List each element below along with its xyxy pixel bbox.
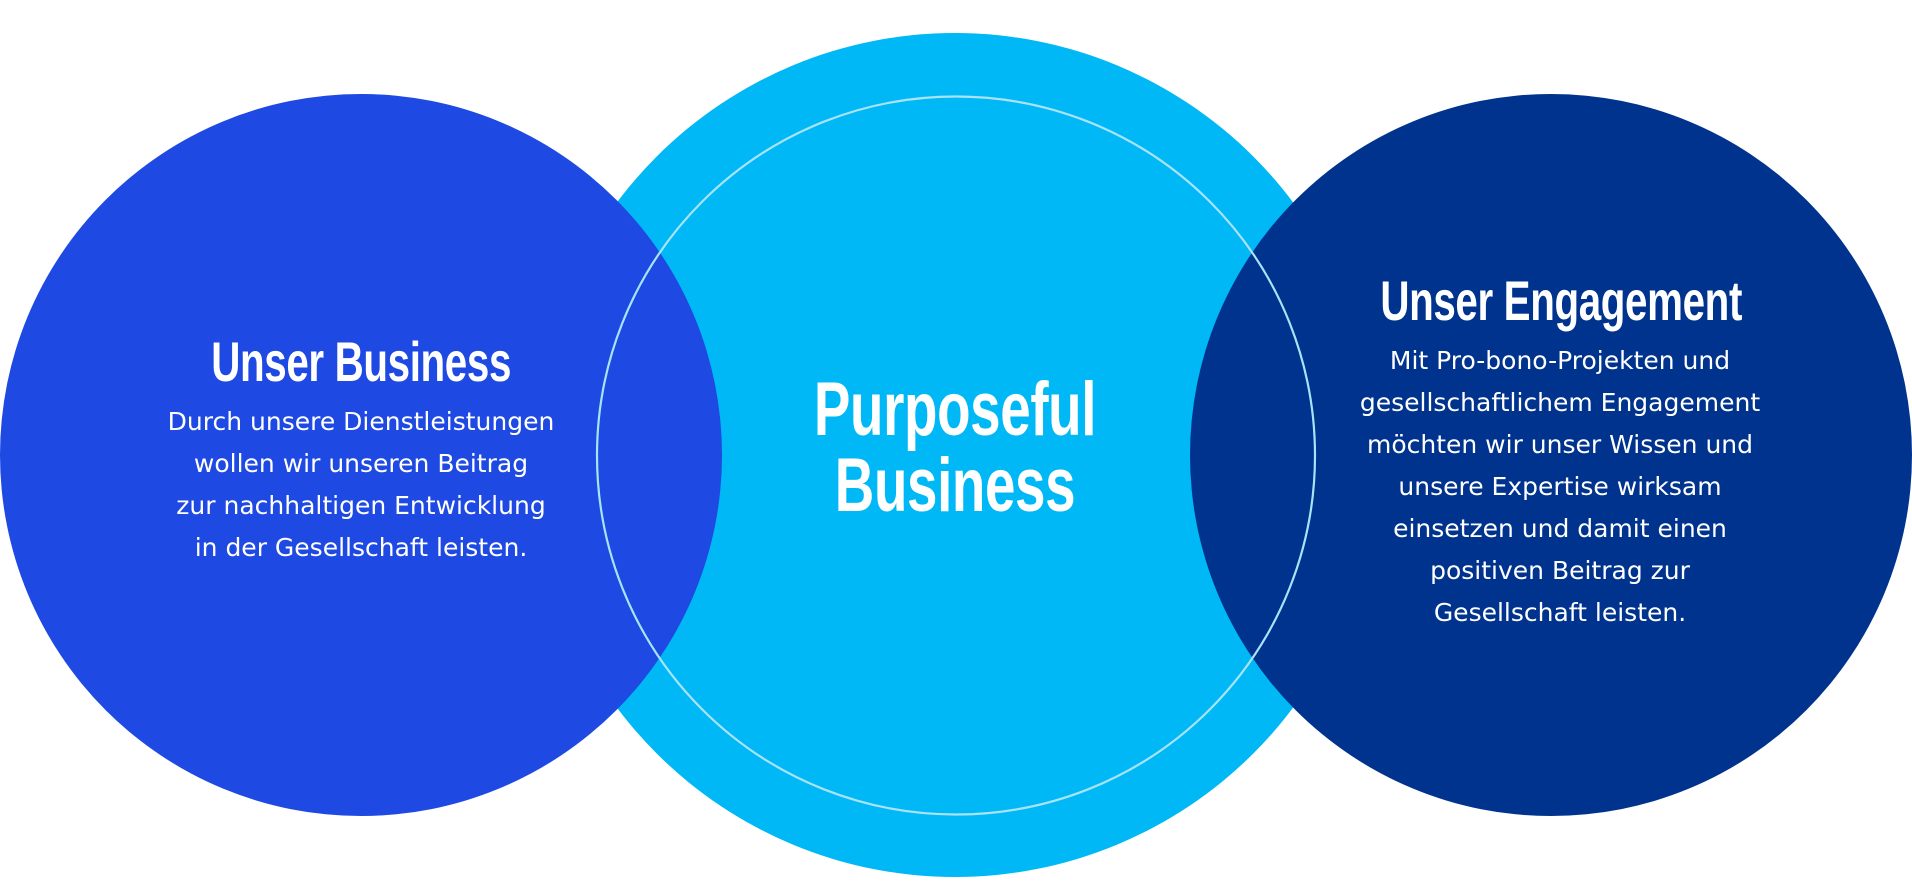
left-body-line: in der Gesellschaft leisten. xyxy=(194,533,528,562)
right-body-line: einsetzen und damit einen xyxy=(1393,514,1727,543)
right-section: Unser Engagement Mit Pro-bono-Projekten … xyxy=(1310,270,1810,634)
center-title-line: Purposeful xyxy=(813,367,1097,452)
left-circle xyxy=(0,94,722,816)
left-body-line: zur nachhaltigen Entwicklung xyxy=(176,491,546,520)
center-title-line: Business xyxy=(834,443,1076,528)
left-title: Unser Business xyxy=(211,330,511,393)
right-body-line: möchten wir unser Wissen und xyxy=(1366,430,1754,459)
right-body-line: unsere Expertise wirksam xyxy=(1398,472,1722,501)
left-body: Durch unsere Dienstleistungen wollen wir… xyxy=(111,401,611,569)
left-body-line: wollen wir unseren Beitrag xyxy=(193,449,529,478)
right-body-line: gesellschaftlichem Engagement xyxy=(1359,388,1761,417)
left-body-line: Durch unsere Dienstleistungen xyxy=(167,407,555,436)
right-body: Mit Pro-bono-Projekten und gesellschaftl… xyxy=(1310,340,1810,634)
left-section: Unser Business Durch unsere Dienstleistu… xyxy=(111,331,611,569)
center-section: Purposeful Business xyxy=(705,372,1205,524)
inner-ring xyxy=(595,95,1317,816)
right-title: Unser Engagement xyxy=(1380,269,1743,332)
right-circle xyxy=(1190,94,1912,816)
right-body-line: positiven Beitrag zur xyxy=(1430,556,1690,585)
center-circle xyxy=(533,33,1377,877)
right-body-line: Mit Pro-bono-Projekten und xyxy=(1389,346,1731,375)
right-body-line: Gesellschaft leisten. xyxy=(1433,598,1687,627)
